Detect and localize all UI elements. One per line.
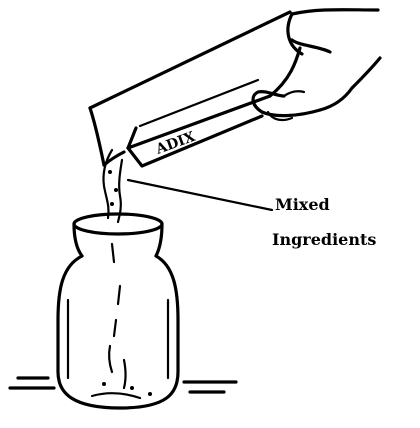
jar [58,214,178,408]
label-pointer-line [128,180,272,210]
hand [253,10,380,120]
label-ingredients: Ingredients [272,232,420,248]
pouring-stream [103,150,122,222]
label-mixed: Mixed [275,197,420,213]
table-surface [10,378,236,392]
